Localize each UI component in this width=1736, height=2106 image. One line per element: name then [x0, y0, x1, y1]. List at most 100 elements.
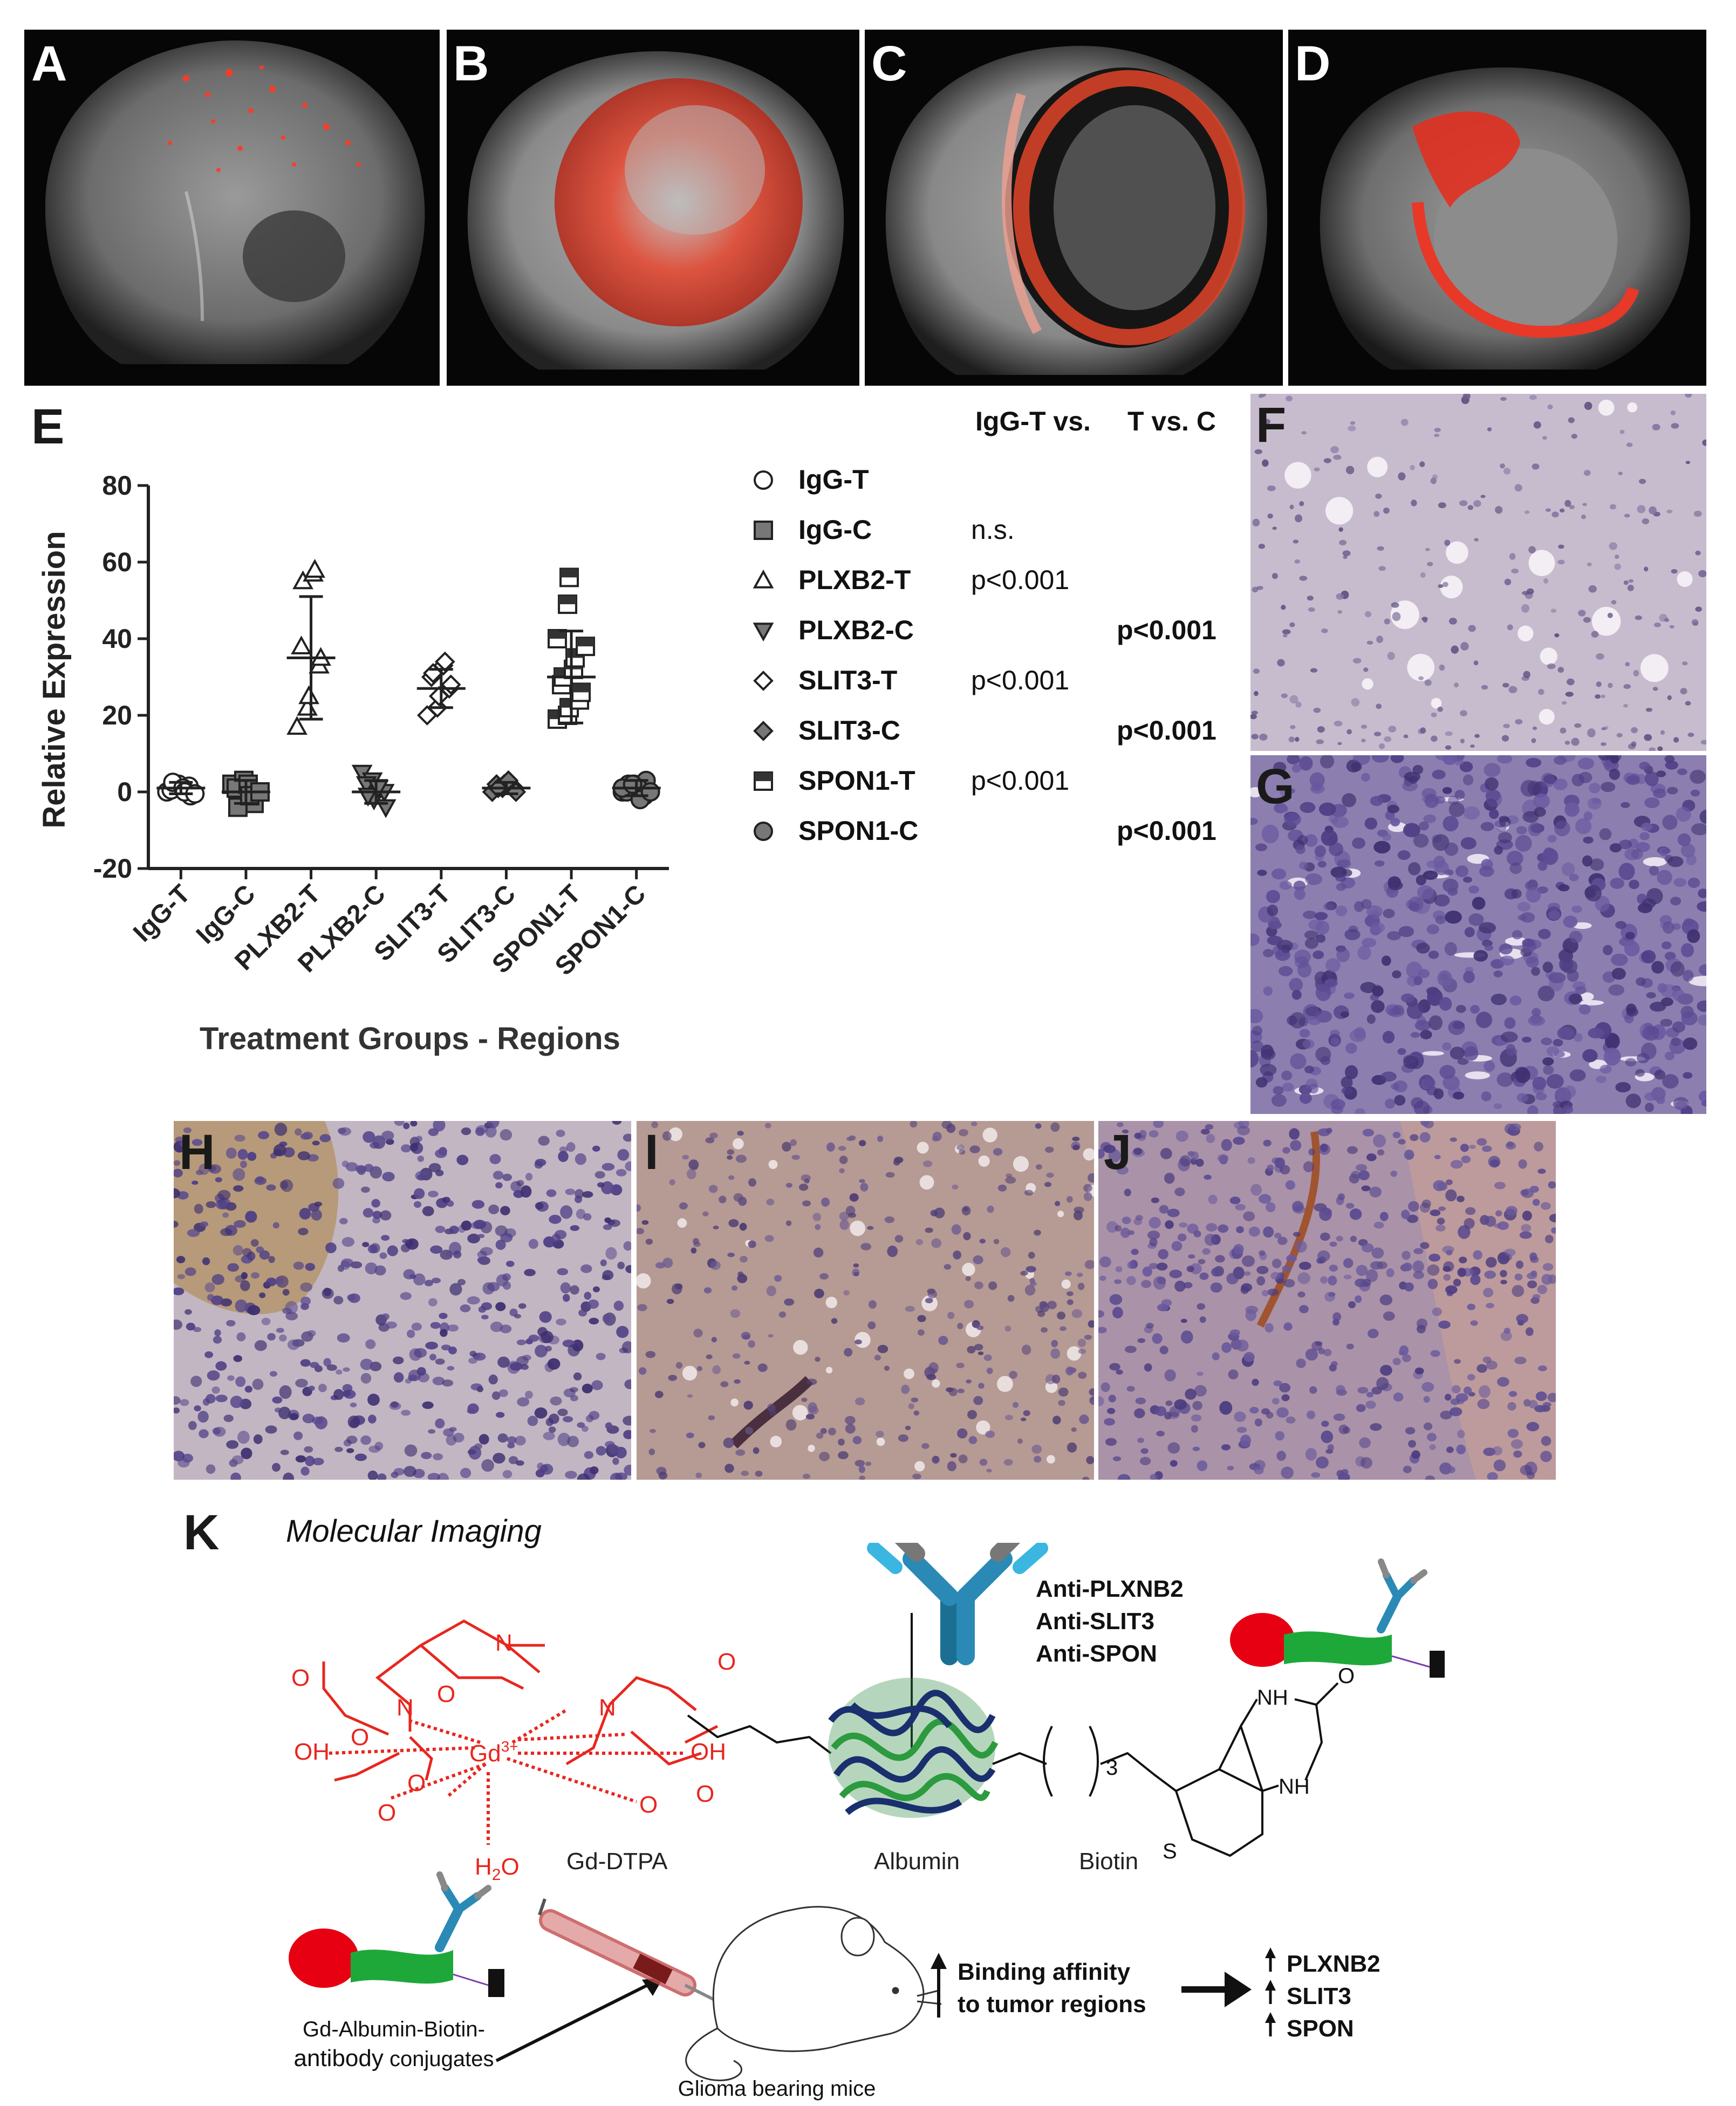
- panel-label-a: A: [31, 36, 67, 91]
- data-point: [304, 559, 325, 578]
- y-tick-label: 40: [102, 624, 132, 654]
- error-bar: [156, 781, 206, 796]
- gd-o-8: O: [639, 1792, 658, 1818]
- mice-label: Glioma bearing mice: [678, 2077, 876, 2101]
- legend-label: SPON1-C: [798, 816, 919, 846]
- panel-label-g: G: [1256, 759, 1295, 814]
- legend-row: PLXB2-T p<0.001: [739, 559, 1246, 602]
- histology-panel-h: [174, 1121, 631, 1480]
- data-point: [559, 567, 579, 587]
- legend-pvalue-tc: p<0.001: [1117, 816, 1216, 846]
- legend-pvalue-igg: p<0.001: [971, 665, 1070, 695]
- legend-marker: [753, 623, 774, 642]
- y-tick-label: 80: [102, 470, 132, 501]
- legend-marker: [754, 470, 773, 490]
- antibody-icon: [867, 1543, 1048, 1665]
- right-arrow-icon: [1181, 1972, 1252, 2007]
- conjugate-label-1: Gd-Albumin-Biotin-: [303, 2018, 485, 2041]
- legend-label: SLIT3-C: [798, 715, 900, 746]
- series-plxb2-t: [286, 559, 336, 735]
- panel-label-h: H: [179, 1125, 215, 1180]
- up-arrow-icon: [1265, 1947, 1276, 2036]
- histology-panel-j: [1098, 1121, 1556, 1480]
- legend-marker: [754, 822, 773, 841]
- legend-pvalue-igg: p<0.001: [971, 765, 1070, 796]
- legend-marker: [754, 771, 773, 791]
- panel-label-j: J: [1104, 1125, 1132, 1180]
- antibody-label-3: Anti-SPON: [1036, 1640, 1157, 1667]
- gd-nitrogen-3: N: [397, 1694, 414, 1721]
- error-bar: [221, 779, 270, 805]
- gd-atom: Gd3+: [469, 1738, 518, 1767]
- legend-marker: [753, 721, 774, 741]
- biotin-o: O: [1338, 1664, 1355, 1688]
- panel-label-i: I: [645, 1125, 659, 1180]
- gd-dtpa-label: Gd-DTPA: [566, 1848, 668, 1875]
- legend-pvalue-igg: n.s.: [971, 515, 1015, 545]
- legend-pvalue-igg: p<0.001: [971, 565, 1070, 595]
- y-tick-label: 60: [102, 547, 132, 577]
- gd-o-6: O: [378, 1800, 396, 1826]
- data-point: [298, 685, 319, 705]
- legend-label: SPON1-T: [798, 765, 915, 796]
- data-point: [571, 682, 591, 702]
- gd-nitrogen-1: N: [495, 1630, 512, 1656]
- legend-marker: [753, 569, 774, 589]
- legend-pvalue-tc: p<0.001: [1117, 715, 1216, 746]
- x-axis-title: Treatment Groups - Regions: [200, 1021, 620, 1056]
- biotin-nh-1: NH: [1257, 1686, 1288, 1710]
- series-slit3-c: [482, 770, 531, 802]
- gd-oh-left: OH: [294, 1739, 330, 1765]
- series-spon1-c: [612, 770, 661, 810]
- data-point: [623, 774, 643, 794]
- y-tick-label: 20: [102, 700, 132, 730]
- mouse-icon: [685, 1906, 942, 2082]
- legend-label: PLXB2-T: [798, 565, 911, 595]
- mri-panel-d: [1288, 30, 1706, 386]
- panel-label-k: K: [183, 1505, 220, 1560]
- schematic-title: Molecular Imaging: [286, 1514, 542, 1549]
- gd-o-3: O: [717, 1649, 736, 1675]
- data-point: [576, 637, 596, 657]
- legend-row: SPON1-C p<0.001: [739, 810, 1246, 853]
- panel-label-c: C: [871, 36, 907, 91]
- series-slit3-t: [416, 651, 466, 726]
- legend-header-2: T vs. C: [1127, 406, 1216, 436]
- biotin-subscript: 3: [1106, 1756, 1118, 1780]
- mri-panel-c: [865, 30, 1283, 386]
- histology-panel-f: [1250, 394, 1706, 751]
- legend-row: IgG-T: [739, 459, 1246, 502]
- result-label-3: SPON: [1287, 2015, 1354, 2042]
- error-bar: [612, 779, 661, 797]
- legend-header-1: IgG-T vs.: [975, 406, 1091, 436]
- legend-marker: [754, 521, 773, 540]
- data-point: [640, 782, 660, 802]
- histology-panel-g: [1250, 755, 1706, 1114]
- affinity-line-1: Binding affinity: [958, 1959, 1131, 1985]
- antibody-label-2: Anti-SLIT3: [1036, 1608, 1154, 1635]
- gd-o-5: O: [407, 1770, 426, 1796]
- error-bar: [286, 595, 336, 721]
- panel-label-e: E: [31, 399, 65, 454]
- biotin-structure: [992, 1682, 1339, 1857]
- legend-label: IgG-T: [798, 464, 869, 495]
- error-bar: [416, 668, 466, 709]
- series-igg-t: [156, 772, 206, 806]
- albumin-ribbon: [828, 1678, 999, 1818]
- gd-o-2: O: [437, 1681, 455, 1707]
- gd-o-1: O: [291, 1665, 310, 1691]
- water-label: H2O: [475, 1854, 520, 1884]
- series-plxb2-c: [351, 764, 401, 818]
- syringe-icon: [538, 1898, 719, 2003]
- series-igg-c: [221, 770, 270, 817]
- histology-panel-i: [637, 1121, 1094, 1480]
- data-point: [558, 594, 578, 614]
- panel-label-d: D: [1295, 36, 1331, 91]
- legend-marker: [753, 671, 774, 691]
- data-point: [291, 635, 312, 654]
- antibody-label-1: Anti-PLXNB2: [1036, 1576, 1184, 1602]
- result-label-1: PLXNB2: [1287, 1951, 1380, 1977]
- mri-panel-b: [447, 30, 859, 386]
